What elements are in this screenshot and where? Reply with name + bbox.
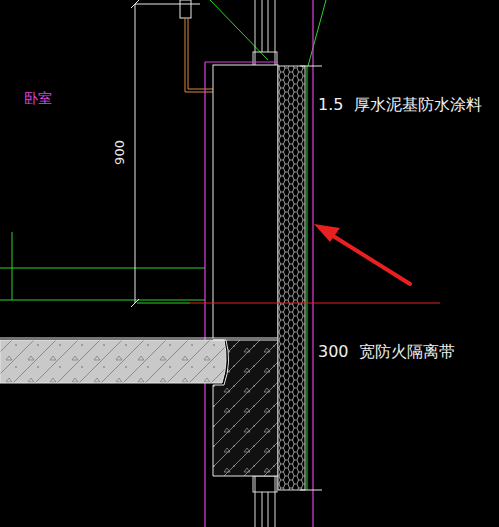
dimension-value: 900	[113, 138, 128, 167]
material-note: 1.5 厚水泥基防水涂料	[316, 96, 484, 114]
material-note: 300 宽防火隔离带	[316, 343, 457, 361]
room-name: 卧室	[22, 90, 54, 106]
